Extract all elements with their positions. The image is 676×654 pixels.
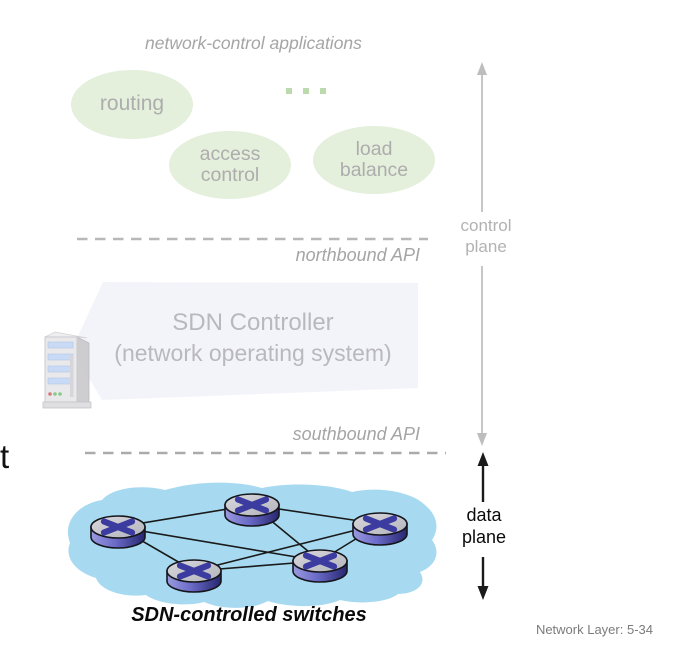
sdn-controlled-switches-caption: SDN-controlled switches [131,604,367,626]
switch-node-right [353,513,407,545]
server-icon [42,331,92,409]
data-plane-label: data plane [461,505,507,547]
sdn-controller-panel [72,282,418,400]
switch-node-bottom-left [167,560,221,592]
network-control-applications-title: network-control applications [145,33,362,53]
app-ellipse-load-balance: load balance [313,126,435,194]
app-label-routing: routing [99,92,165,116]
switch-node-top [225,494,279,526]
control-plane-label: control plane [460,216,512,256]
app-ellipse-routing: routing [71,70,193,139]
data-plane-extent-arrow [477,452,489,600]
slide-footer-page-number: Network Layer: 5-34 [535,622,653,637]
clipped-left-text-fragment: t [0,438,10,475]
switch-node-bottom-right [293,550,347,582]
sdn-controller-title: SDN Controller [172,309,334,336]
ellipsis-dots-icon [286,88,326,94]
southbound-api-label: southbound API [292,424,420,444]
app-ellipse-access-control: access control [169,131,291,199]
control-plane-extent-arrow [477,62,487,446]
app-label-load-balance: load balance [339,137,409,181]
sdn-controller-subtitle: (network operating system) [114,340,392,366]
app-label-access-control: access control [199,142,261,186]
northbound-api-label: northbound API [295,245,420,265]
switch-node-left [91,516,145,548]
